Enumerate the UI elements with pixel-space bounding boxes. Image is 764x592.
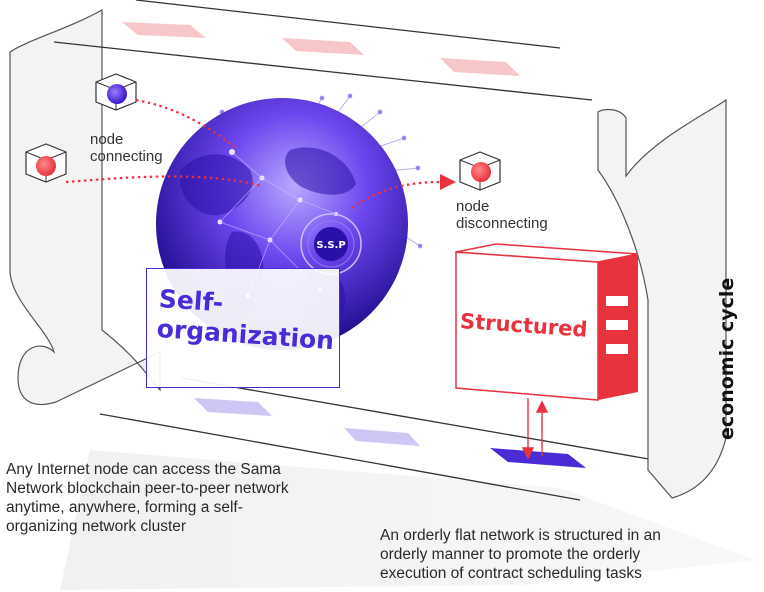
bottom-tile <box>194 398 272 416</box>
bottom-tile-active <box>490 448 586 468</box>
top-tile <box>282 38 364 55</box>
node-cube-purple <box>95 73 137 111</box>
bottom-rail-1 <box>181 377 667 463</box>
description-right-line: orderly manner to promote the orderly <box>380 546 641 563</box>
top-rail-2 <box>53 41 593 101</box>
connection-path-top <box>135 98 237 149</box>
left-curved-panel <box>9 8 161 406</box>
description-left-line: anytime, anywhere, forming a self- <box>6 499 243 516</box>
bottom-tile <box>344 428 420 446</box>
disconnection-arrow-head <box>440 174 456 190</box>
self-organization-box <box>146 268 340 388</box>
description-left: Any Internet node can access the Sama Ne… <box>6 460 366 536</box>
node-connecting-label-line1: node <box>90 131 124 148</box>
description-right: An orderly flat network is structured in… <box>380 526 750 583</box>
node-connecting-label: node connecting <box>90 131 163 165</box>
ssp-badge <box>300 213 362 275</box>
ssp-badge-text: S.S.P <box>316 240 345 251</box>
node-disconnecting-label-line2: disconnecting <box>456 215 548 232</box>
self-organization-label: Self- organization <box>156 284 337 356</box>
disconnection-path <box>351 180 441 209</box>
node-cube-red-right <box>459 151 501 191</box>
floor-shadow <box>60 450 756 590</box>
description-left-line: Network blockchain peer-to-peer network <box>6 480 289 497</box>
structured-server <box>455 243 639 401</box>
description-left-line: organizing network cluster <box>6 518 187 535</box>
description-left-line: Any Internet node can access the Sama <box>6 461 281 478</box>
node-cube-red-left <box>25 143 67 183</box>
top-tile <box>122 22 206 38</box>
bottom-rail-2 <box>99 413 581 501</box>
description-right-line: execution of contract scheduling tasks <box>380 565 642 582</box>
node-disconnecting-label: node disconnecting <box>456 198 548 232</box>
top-tile <box>440 58 520 76</box>
economic-cycle-label: economic cycle <box>716 277 738 440</box>
right-curved-panel <box>597 98 727 499</box>
node-connecting-label-line2: connecting <box>90 148 163 165</box>
description-right-line: An orderly flat network is structured in… <box>380 527 661 544</box>
node-disconnecting-label-line1: node <box>456 198 490 215</box>
top-rail-1 <box>135 0 561 49</box>
sync-arrows <box>521 398 549 460</box>
